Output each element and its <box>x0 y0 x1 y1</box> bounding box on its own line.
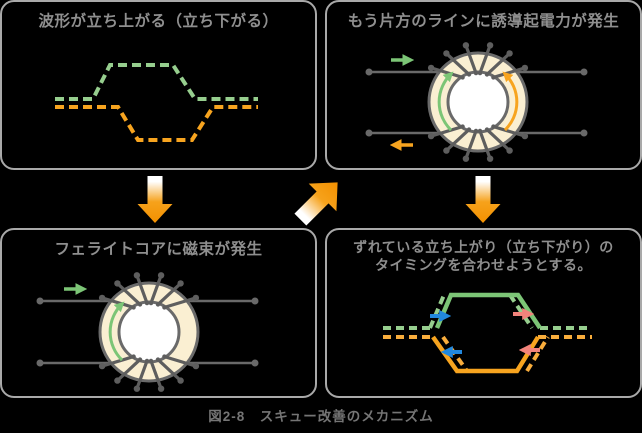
flux-in-core-diagram <box>36 270 259 394</box>
flow-diagonal-arrow-icon <box>286 168 352 234</box>
timing-title-line1: ずれている立ち上がり（立ち下がり）の <box>353 239 614 255</box>
ferrite-core-icon <box>97 270 201 394</box>
panel-waveform-edges: 波形が立ち上がる（立ち下がる） <box>0 0 317 170</box>
figure-caption: 図2-8 スキュー改善のメカニズム <box>208 409 434 424</box>
waveform-edges-diagram <box>55 63 258 142</box>
panel-timing-align: ずれている立ち上がり（立ち下がり）の タイミングを合わせようとする。 <box>325 228 642 398</box>
flux-direction-arrows <box>437 71 519 132</box>
panel-induced-emf-title: もう片方のラインに誘導起電力が発生 <box>347 13 620 30</box>
ferrite-core-icon <box>426 40 530 164</box>
panel-flux-in-core-title: フェライトコアに磁束が発生 <box>54 241 263 258</box>
orange-flux-arc-icon <box>502 71 519 132</box>
green-waveform-ghost <box>383 293 592 330</box>
flow-down-arrow-right-icon <box>465 176 501 223</box>
line-end-dots <box>365 68 588 137</box>
flow-down-arrow-left-icon <box>137 176 173 223</box>
panel-induced-emf: もう片方のラインに誘導起電力が発生 <box>325 0 642 170</box>
orange-falling-waveform <box>55 105 258 142</box>
green-waveform-solid <box>434 292 542 330</box>
panel-timing-align-title: ずれている立ち上がり（立ち下がり）の タイミングを合わせようとする。 <box>327 239 640 274</box>
induced-emf-diagram <box>365 40 588 164</box>
green-flux-arc-icon <box>437 71 454 132</box>
orange-waveform-ghost <box>383 335 592 373</box>
line-end-dots <box>36 297 259 367</box>
green-flux-arc-icon <box>108 301 125 362</box>
panel-waveform-edges-title: 波形が立ち上がる（立ち下がる） <box>38 13 279 30</box>
timing-align-diagram <box>383 292 592 374</box>
panel-flux-in-core: フェライトコアに磁束が発生 <box>0 228 317 398</box>
timing-title-line2: タイミングを合わせようとする。 <box>374 256 593 273</box>
flux-direction-arrows <box>108 301 125 362</box>
green-rising-waveform <box>55 63 258 101</box>
